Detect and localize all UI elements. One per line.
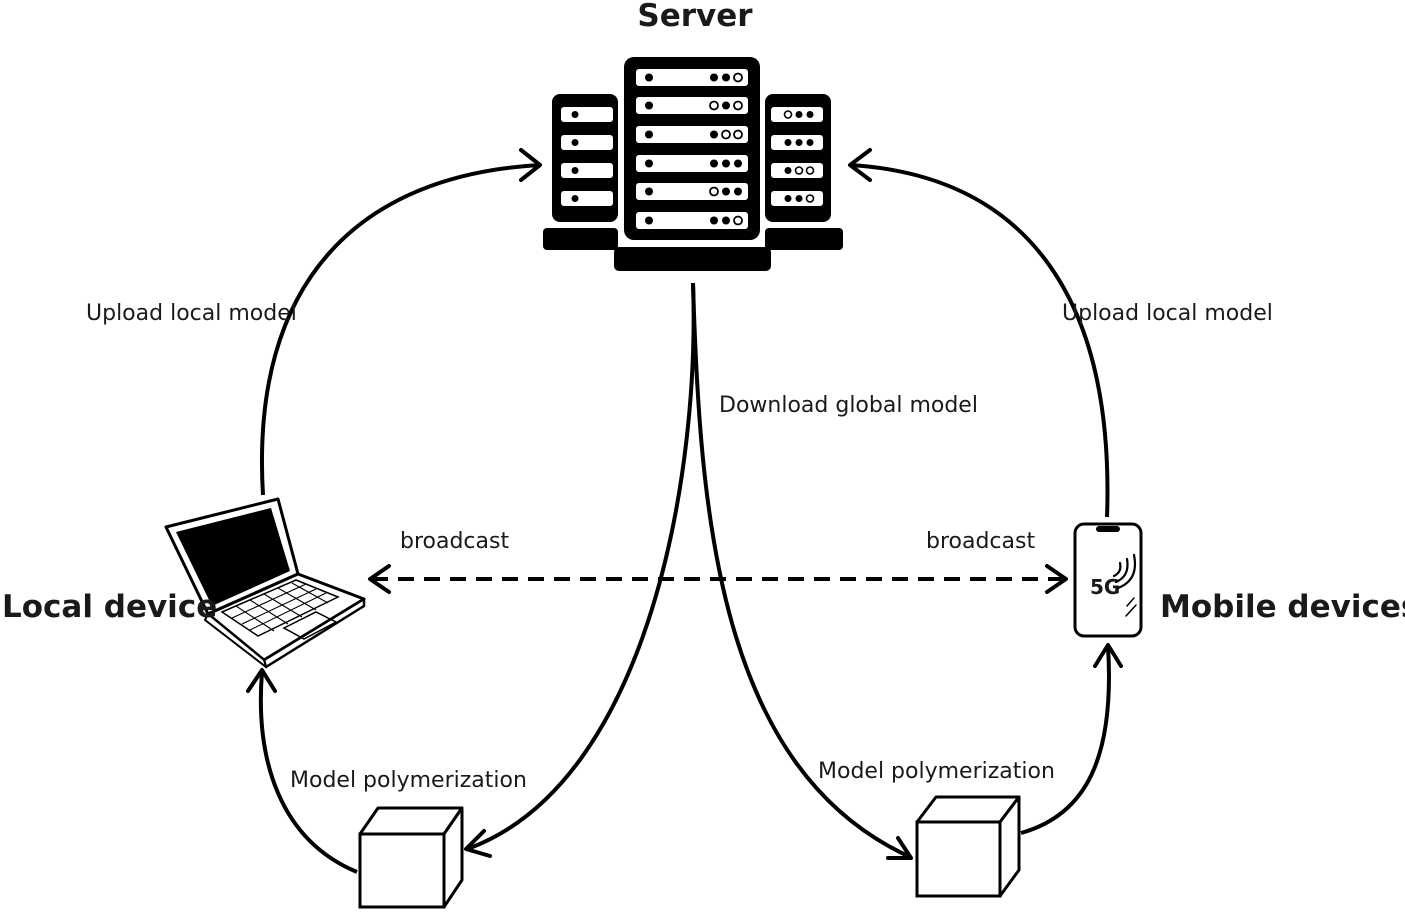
- polymerization-right-label: Model polymerization: [818, 759, 1055, 784]
- arrow-upload-left: [260, 148, 542, 496]
- arrow-polymerization-right: [1020, 643, 1123, 835]
- local-device-label: Local device: [2, 589, 217, 625]
- arrow-polymerization-left: [246, 668, 358, 874]
- arrow-broadcast: [368, 564, 1068, 594]
- cube-icon-right: [915, 795, 1021, 898]
- arrow-download-right: [691, 282, 913, 860]
- arrow-upload-right: [848, 148, 1110, 518]
- server-icon: [543, 57, 843, 271]
- broadcast-left-label: broadcast: [400, 529, 509, 554]
- upload-right-label: Upload local model: [1062, 301, 1273, 326]
- mobile-devices-label: Mobile devices: [1160, 589, 1405, 625]
- upload-left-label: Upload local model: [86, 301, 297, 326]
- phone-5g-badge: 5G: [1090, 575, 1120, 599]
- cube-icon-left: [358, 806, 464, 909]
- phone-icon: 5G: [1073, 522, 1143, 638]
- server-label: Server: [637, 0, 753, 34]
- arrow-download-left: [464, 282, 696, 858]
- polymerization-left-label: Model polymerization: [290, 768, 527, 793]
- download-label: Download global model: [719, 393, 978, 418]
- laptop-icon: [164, 497, 366, 669]
- broadcast-right-label: broadcast: [926, 529, 1035, 554]
